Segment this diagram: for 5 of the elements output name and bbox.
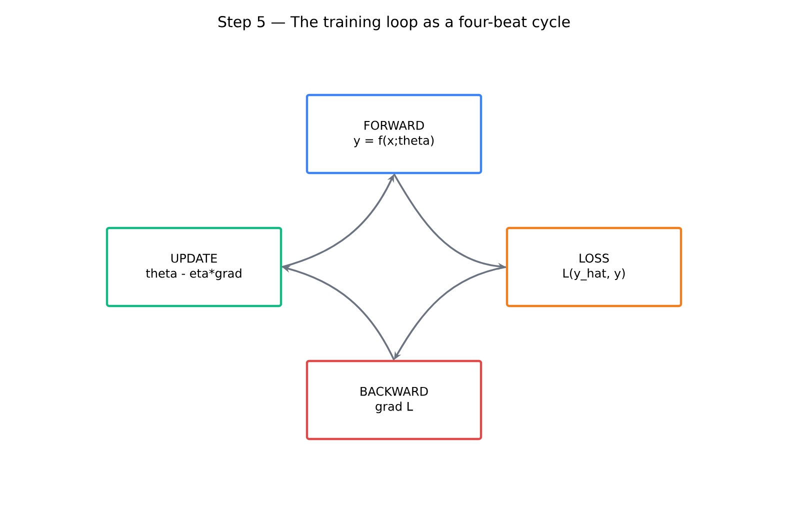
process-box: FORWARD y = f(x;theta) [306,94,482,174]
process-box: BACKWARD grad L [306,360,482,440]
title: Step 5 — The training loop as a four-beat cycle [218,16,570,30]
process-box: UPDATE theta - eta*grad [106,226,282,308]
process-box: LOSS L(y_hat, y) [506,226,682,308]
